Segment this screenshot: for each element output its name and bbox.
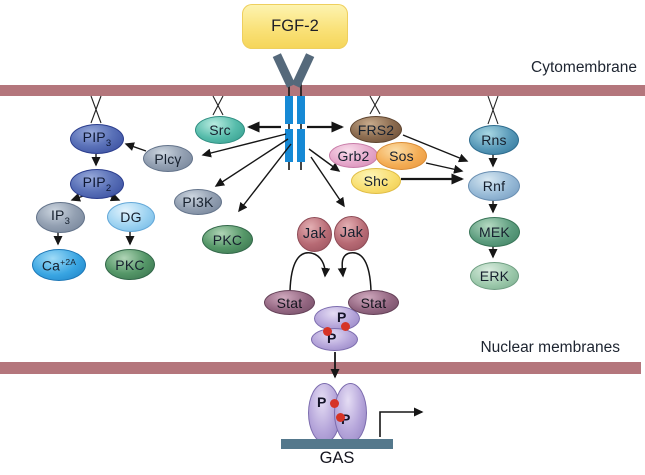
node-ip3-label: IP3 xyxy=(50,207,71,228)
node-shc-label: Shc xyxy=(363,173,389,189)
arrow-receptor-to-jak xyxy=(310,156,345,208)
phospho-p-dimer-top: P xyxy=(337,309,347,325)
node-ca: Ca+2A xyxy=(32,249,86,281)
fgf2-label: FGF-2 xyxy=(271,17,319,35)
node-frs2: FRS2 xyxy=(350,116,402,143)
node-rns-label: Rns xyxy=(481,132,507,148)
node-pkc-left-label: PKC xyxy=(115,256,145,273)
node-pkc-mid: PKC xyxy=(202,225,253,254)
phospho-dot xyxy=(341,322,350,331)
node-pip2-label: PIP2 xyxy=(82,173,112,194)
arrow-frs2-to-rnf xyxy=(402,134,469,163)
node-mek-label: MEK xyxy=(479,224,510,240)
node-mek: MEK xyxy=(469,217,520,247)
gas-dna-bar xyxy=(281,439,393,449)
phospho-dot xyxy=(330,399,339,408)
node-jak-right-label: Jak xyxy=(339,225,364,242)
node-pip3-label: PIP3 xyxy=(82,128,112,149)
node-stat-left-label: Stat xyxy=(276,294,303,311)
node-jak-left: Jak xyxy=(297,217,332,252)
receptor-bar xyxy=(285,96,293,124)
membrane-anchor-forks xyxy=(90,95,499,125)
node-ip3: IP3 xyxy=(36,202,85,233)
node-rns: Rns xyxy=(469,125,519,155)
receptor-bar xyxy=(297,129,305,162)
phospho-p-dimer-bottom: P xyxy=(327,330,337,346)
transcription-arrow xyxy=(379,407,424,437)
node-jak-right: Jak xyxy=(334,216,369,251)
cytomembrane-label: Cytomembrane xyxy=(531,59,637,76)
node-plc-gamma-label: Plcγ xyxy=(154,150,182,167)
node-src: Src xyxy=(195,116,245,144)
arrow-receptor-to-shc xyxy=(308,148,341,172)
node-erk-label: ERK xyxy=(479,268,510,284)
receptor-stub-right xyxy=(291,53,315,88)
arrow-jak-stat-arc-left xyxy=(289,252,331,292)
stat-dimer-bottom xyxy=(311,328,358,351)
node-sos: Sos xyxy=(376,142,427,170)
gas-label: GAS xyxy=(319,449,355,467)
phospho-p-nucleus-left: P xyxy=(317,394,327,410)
node-grb2-label: Grb2 xyxy=(337,147,370,164)
node-pip2: PIP2 xyxy=(70,169,124,199)
arrow-receptor-to-pkc xyxy=(238,143,292,213)
phospho-p-nucleus-right: P xyxy=(341,411,351,427)
node-frs2-label: FRS2 xyxy=(357,121,395,138)
stat-dimer-top xyxy=(314,306,360,331)
nuclear-membranes-label: Nuclear membranes xyxy=(480,339,620,356)
node-rnf: Rnf xyxy=(468,171,520,201)
node-shc: Shc xyxy=(351,168,401,194)
node-ca-label: Ca+2A xyxy=(41,256,77,274)
receptor-stub-left xyxy=(272,53,296,88)
arrow-receptor-to-plcg xyxy=(201,133,287,158)
node-jak-left-label: Jak xyxy=(302,226,327,243)
fgf-receptor xyxy=(272,53,315,170)
node-pip3: PIP3 xyxy=(70,124,124,154)
fgf2-ligand-box: FGF-2 xyxy=(242,4,348,49)
arrow-jak-stat-arc-right xyxy=(337,252,372,292)
node-pkc-left: PKC xyxy=(105,249,155,280)
node-erk: ERK xyxy=(470,262,519,290)
receptor-bar xyxy=(297,96,305,124)
node-pi3k-label: PI3K xyxy=(182,194,214,210)
node-src-label: Src xyxy=(209,122,231,138)
nuclear-membrane-band xyxy=(0,362,641,374)
arrow-sos-to-rnf xyxy=(425,162,464,174)
node-stat-right: Stat xyxy=(348,290,399,315)
arrow-receptor-to-pi3k xyxy=(214,138,289,187)
node-stat-right-label: Stat xyxy=(360,294,387,311)
arrow-plcg-to-pip3 xyxy=(124,142,147,152)
node-dg-label: DG xyxy=(120,209,142,225)
node-pi3k: PI3K xyxy=(174,189,222,215)
phospho-dot xyxy=(336,413,345,422)
node-pkc-mid-label: PKC xyxy=(212,231,243,248)
node-grb2: Grb2 xyxy=(329,143,378,168)
node-stat-left: Stat xyxy=(264,290,315,315)
node-dg: DG xyxy=(107,202,155,232)
node-plc-gamma: Plcγ xyxy=(143,145,193,172)
phospho-dot xyxy=(323,327,332,336)
cytomembrane-band xyxy=(0,85,645,96)
node-rnf-label: Rnf xyxy=(482,178,506,194)
node-sos-label: Sos xyxy=(389,148,414,164)
